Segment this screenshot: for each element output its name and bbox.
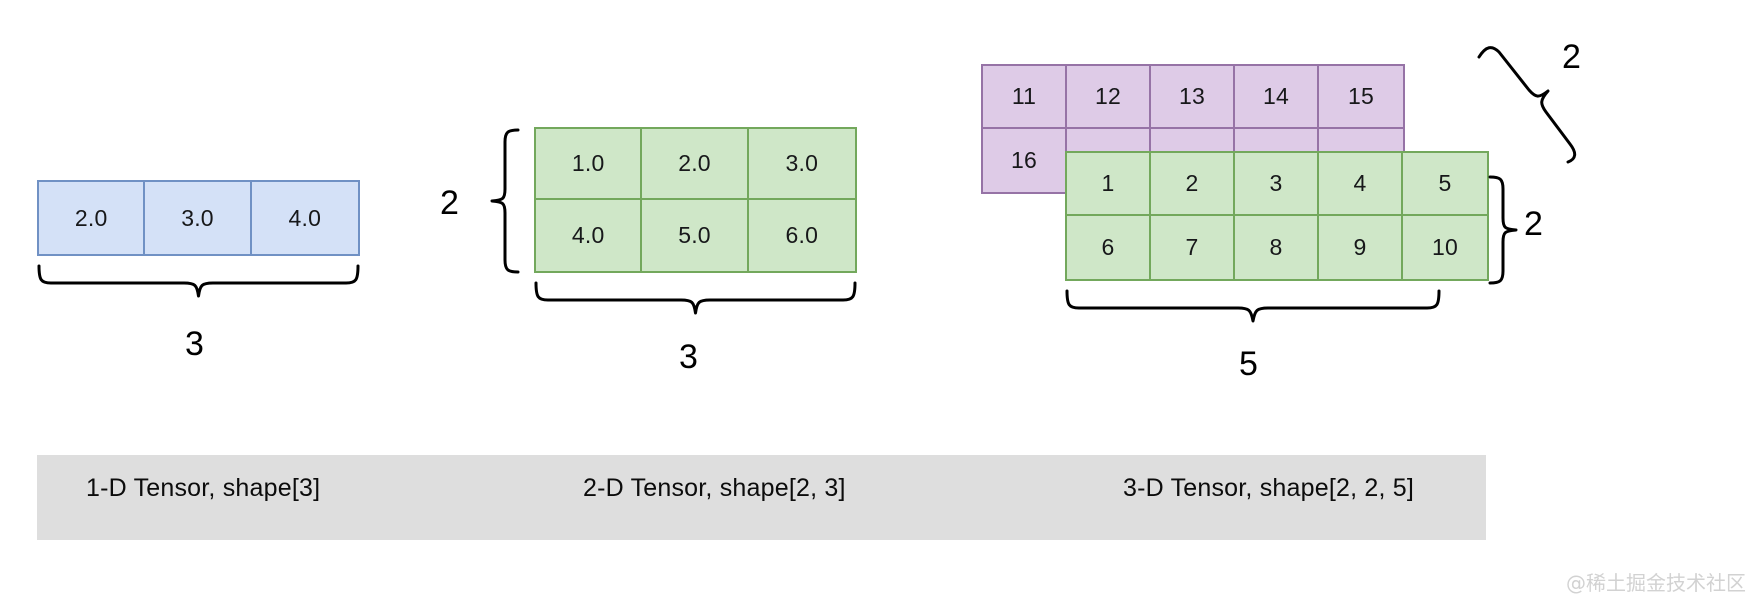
tensor-3d-back-cell: 14: [1235, 66, 1319, 129]
tensor-2d-cols-brace: [534, 281, 857, 315]
tensor-3d-back-cell: 11: [983, 66, 1067, 129]
tensor-3d-cols-label: 5: [1239, 345, 1258, 383]
tensor-3d-front-cell: 3: [1235, 153, 1319, 216]
tensor-3d-front-cell: 6: [1067, 216, 1151, 279]
tensor-3d-back-cell: 15: [1319, 66, 1403, 129]
tensor-1d-width-brace: [37, 264, 360, 298]
tensor-2d-cell: 3.0: [748, 129, 855, 200]
tensor-1d-grid: 2.0 3.0 4.0: [37, 180, 360, 256]
tensor-3d-front-cell: 10: [1432, 234, 1458, 260]
tensor-3d-front-cell: 4: [1319, 153, 1403, 216]
tensor-3d-front-cell: 9: [1319, 216, 1403, 279]
tensor-3d-front-cell: 1: [1067, 153, 1151, 216]
tensor-3d-depth-brace: [1477, 46, 1577, 164]
tensor-1d-cell: 4.0: [288, 204, 322, 231]
caption-tensor-1d: 1-D Tensor, shape[3]: [86, 474, 321, 502]
caption-tensor-3d: 3-D Tensor, shape[2, 2, 5]: [1123, 474, 1415, 502]
tensor-2d-cols-label: 3: [679, 338, 698, 376]
tensor-3d-depth-label: 2: [1562, 38, 1581, 76]
caption-tensor-2d: 2-D Tensor, shape[2, 3]: [583, 474, 846, 502]
tensor-3d-front-slab: 1 2 3 4 5 6 7 8 9 10: [1065, 151, 1489, 281]
tensor-3d-front-cell: 2: [1151, 153, 1235, 216]
tensor-2d-grid: 1.0 2.0 3.0 4.0 5.0 6.0: [534, 127, 857, 273]
tensor-2d-cell: 6.0: [785, 222, 819, 248]
tensor-3d-front-cell: 7: [1151, 216, 1235, 279]
tensor-2d-rows-brace: [490, 128, 520, 274]
tensor-2d-cell: 1.0: [536, 129, 643, 200]
tensor-3d-back-cell: 16: [983, 129, 1067, 192]
tensor-3d-front-cell: 8: [1235, 216, 1319, 279]
tensor-2d-cell: 2.0: [642, 129, 749, 200]
caption-bar: [37, 455, 1486, 540]
tensor-3d-cols-brace: [1065, 289, 1441, 323]
tensor-3d-back-cell: 12: [1067, 66, 1151, 129]
tensor-3d-back-cell: 13: [1151, 66, 1235, 129]
tensor-1d-cell: 3.0: [145, 182, 252, 254]
tensor-2d-cell: 5.0: [642, 200, 749, 271]
watermark: @稀土掘金技术社区: [1566, 571, 1746, 595]
tensor-2d-cell: 4.0: [536, 200, 643, 271]
tensor-1d-width-label: 3: [185, 325, 204, 363]
tensor-3d-rows-brace: [1488, 175, 1518, 285]
tensor-3d-rows-label: 2: [1524, 205, 1543, 243]
tensor-3d-front-cell: 5: [1403, 153, 1487, 216]
tensor-2d-rows-label: 2: [440, 184, 459, 222]
tensor-1d-cell: 2.0: [39, 182, 146, 254]
